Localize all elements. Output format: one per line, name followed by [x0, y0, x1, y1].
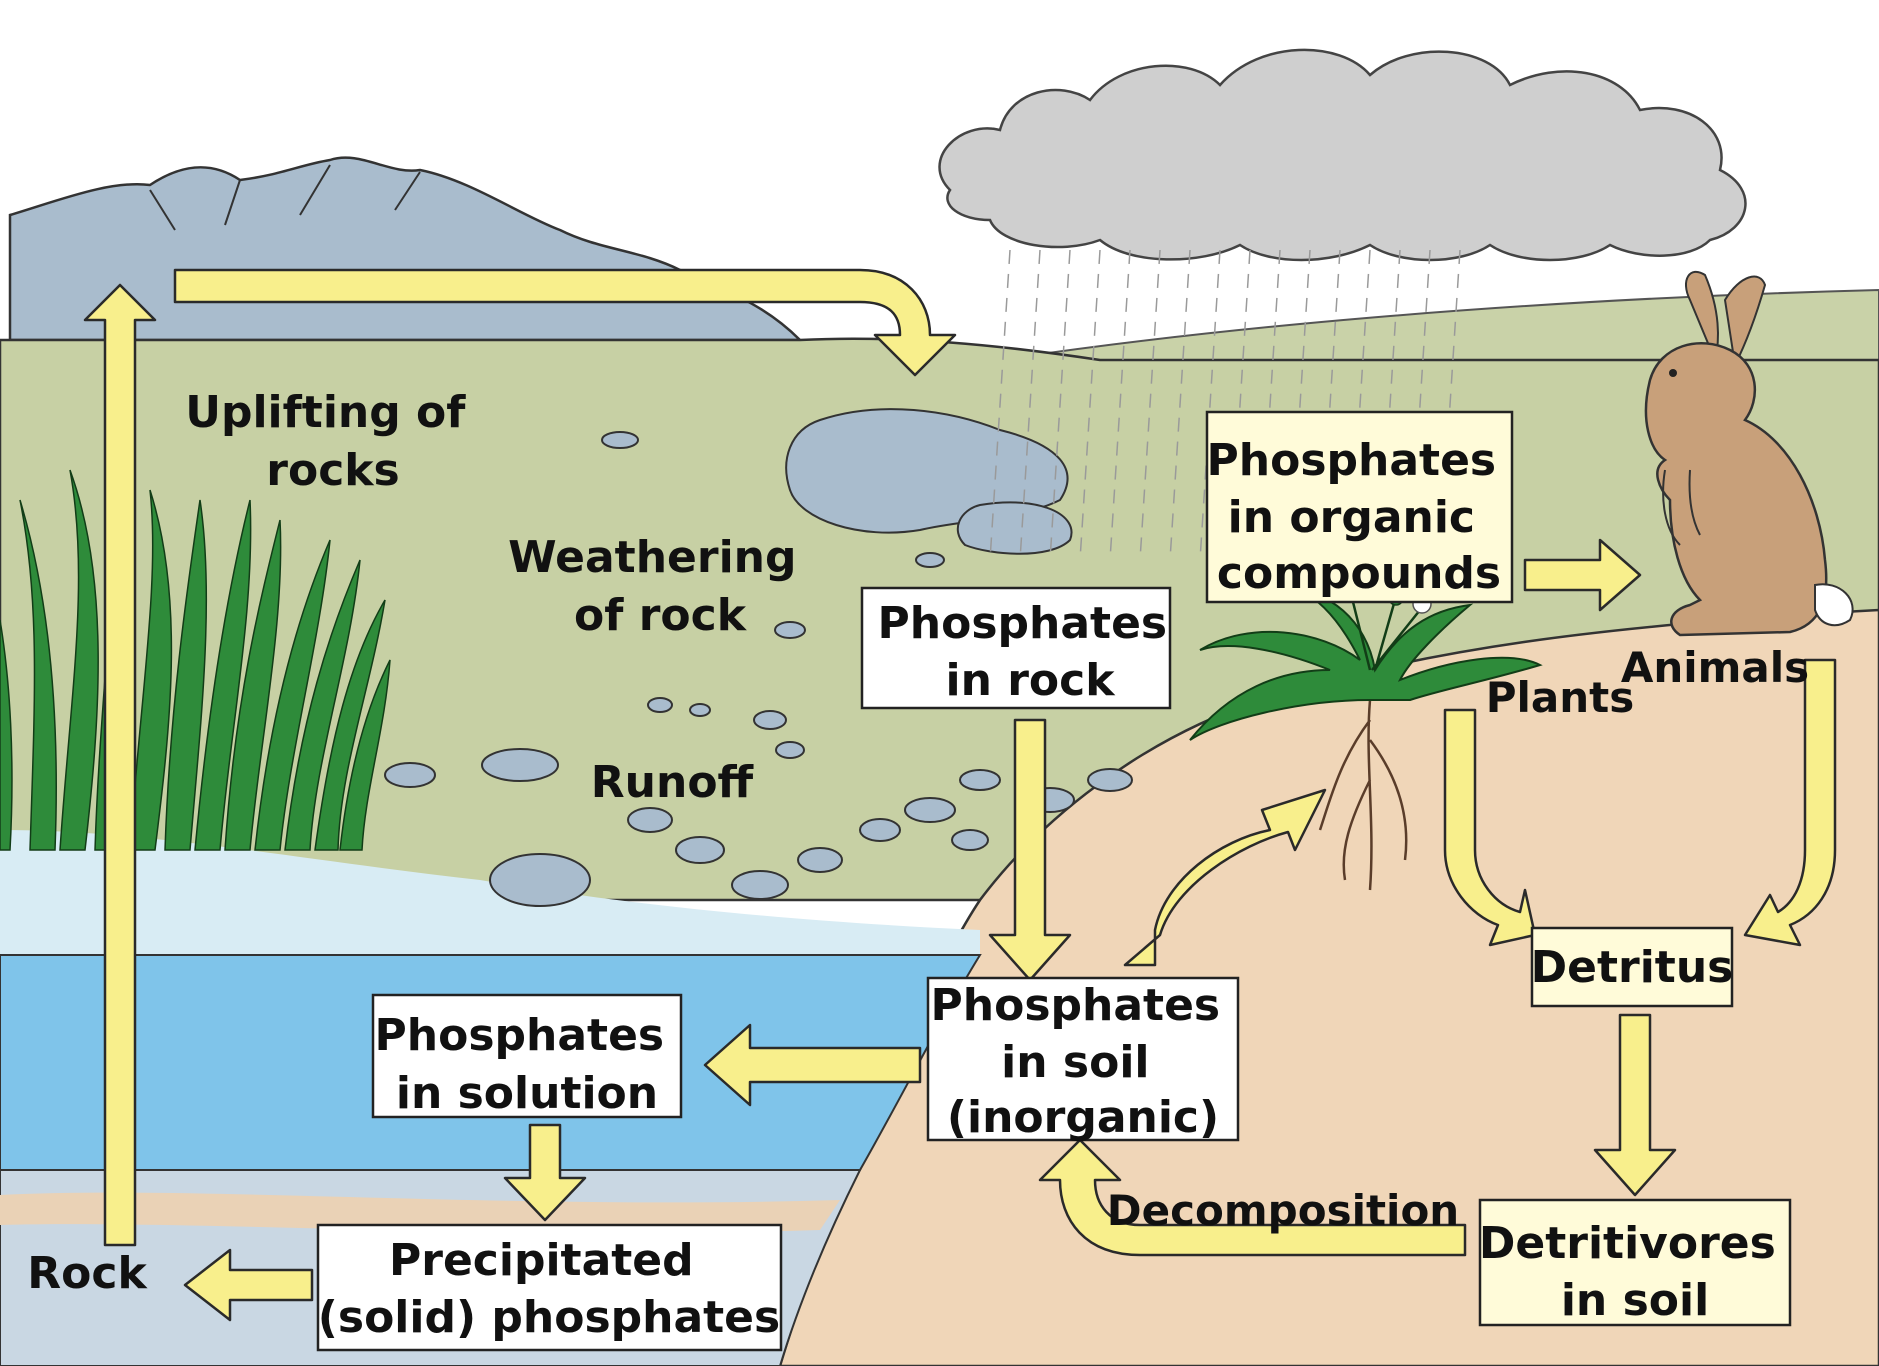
box-detritivores-line2: in soil	[1561, 1275, 1709, 1326]
box-solution-line2: in solution	[396, 1068, 658, 1119]
label-uplifting-line2: rocks	[266, 445, 399, 496]
box-precipitated-line2: (solid) phosphates	[318, 1292, 780, 1343]
box-precipitated-line1: Precipitated	[389, 1235, 694, 1286]
label-rock: Rock	[27, 1248, 148, 1299]
svg-text:Phosphates in organic: Phosphates in organic compounds	[1207, 435, 1512, 599]
box-organic-line3: compounds	[1217, 548, 1501, 599]
rock-outcrop-2	[958, 502, 1072, 553]
label-animals: Animals	[1621, 643, 1809, 692]
label-weathering-line2: of rock	[574, 590, 748, 641]
box-rock-line2: in rock	[946, 655, 1117, 706]
box-soil-line3: (inorganic)	[947, 1092, 1219, 1143]
label-uplifting-line1: Uplifting of	[185, 387, 466, 438]
label-decomposition: Decomposition	[1107, 1186, 1459, 1235]
label-runoff: Runoff	[591, 757, 755, 808]
box-soil-line1: Phosphates	[931, 980, 1221, 1031]
box-organic-line1: Phosphates	[1207, 435, 1497, 486]
box-rock-line1: Phosphates	[878, 598, 1168, 649]
box-solution-line1: Phosphates	[375, 1010, 665, 1061]
box-detritus-text: Detritus	[1531, 942, 1734, 993]
label-plants: Plants	[1486, 673, 1635, 722]
box-soil-line2: in soil	[1001, 1037, 1149, 1088]
box-detritivores-line1: Detritivores	[1479, 1218, 1776, 1269]
label-weathering-line1: Weathering	[508, 532, 796, 583]
box-organic-line2: in organic	[1228, 492, 1475, 543]
